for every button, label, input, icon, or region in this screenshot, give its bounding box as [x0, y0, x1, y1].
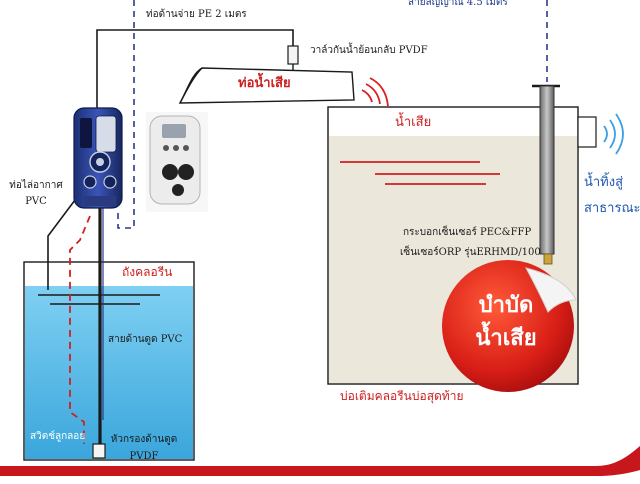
discharge-pipe-label: ท่อด้านจ่าย PE 2 เมตร [146, 9, 247, 20]
badge-text-line1: บำบัด [478, 292, 534, 318]
final-tank-label: บ่อเติมคลอรีนบ่อสุดท้าย [340, 389, 464, 403]
signal-cable-label: สายสัญญาณ 4.5 เมตร [408, 0, 508, 8]
dosing-pump-icon [73, 107, 123, 209]
pump-controller-photo [146, 112, 208, 212]
pump-signal-cable [117, 0, 135, 229]
outlet-waves-icon [603, 113, 624, 155]
check-valve [287, 45, 299, 65]
wastewater-label: น้ำเสีย [395, 115, 432, 130]
flow-waves-icon [361, 77, 389, 107]
outlet-label-line1: น้ำทิ้งสู่ [584, 175, 624, 190]
discharge-pipe [96, 29, 294, 108]
suction-line-label: สายด้านดูด PVC [108, 334, 183, 345]
sensor-holder [539, 85, 555, 255]
outlet-label-line2: สาธารณะ [584, 201, 640, 216]
chlorine-liquid [25, 286, 193, 459]
sensor-holder-label: กระบอกเซ็นเซอร์ PEC&FFP [403, 227, 532, 238]
footer-swoosh [0, 446, 640, 476]
orp-sensor-tip [543, 253, 553, 265]
wastewater-pipe-label: ท่อน้ำเสีย [238, 76, 291, 91]
check-valve-label: วาล์วกันน้ำย้อนกลับ PVDF [310, 45, 428, 56]
foot-filter-label-line1: หัวกรองด้านดูด [110, 434, 178, 445]
float-switch-label: สวิตช์ลูกลอย [30, 431, 86, 442]
chlorine-tank-label: ถังคลอรีน [122, 265, 173, 279]
air-vent-label-line1: ท่อไล่อากาศ [9, 180, 63, 191]
outlet-pipe [577, 116, 597, 148]
treat-wastewater-badge [442, 260, 577, 392]
air-vent-label-line2: PVC [25, 196, 47, 207]
foot-filter-label-line2: PVDF [129, 451, 159, 462]
foot-filter [92, 443, 106, 459]
wastewater-surface-lines [340, 161, 500, 185]
badge-text-line2: น้ำเสีย [475, 325, 537, 351]
orp-sensor-label: เซ็นเซอร์ORP รุ่นERHMD/100 [400, 247, 541, 258]
float-switch-cable [69, 215, 91, 444]
